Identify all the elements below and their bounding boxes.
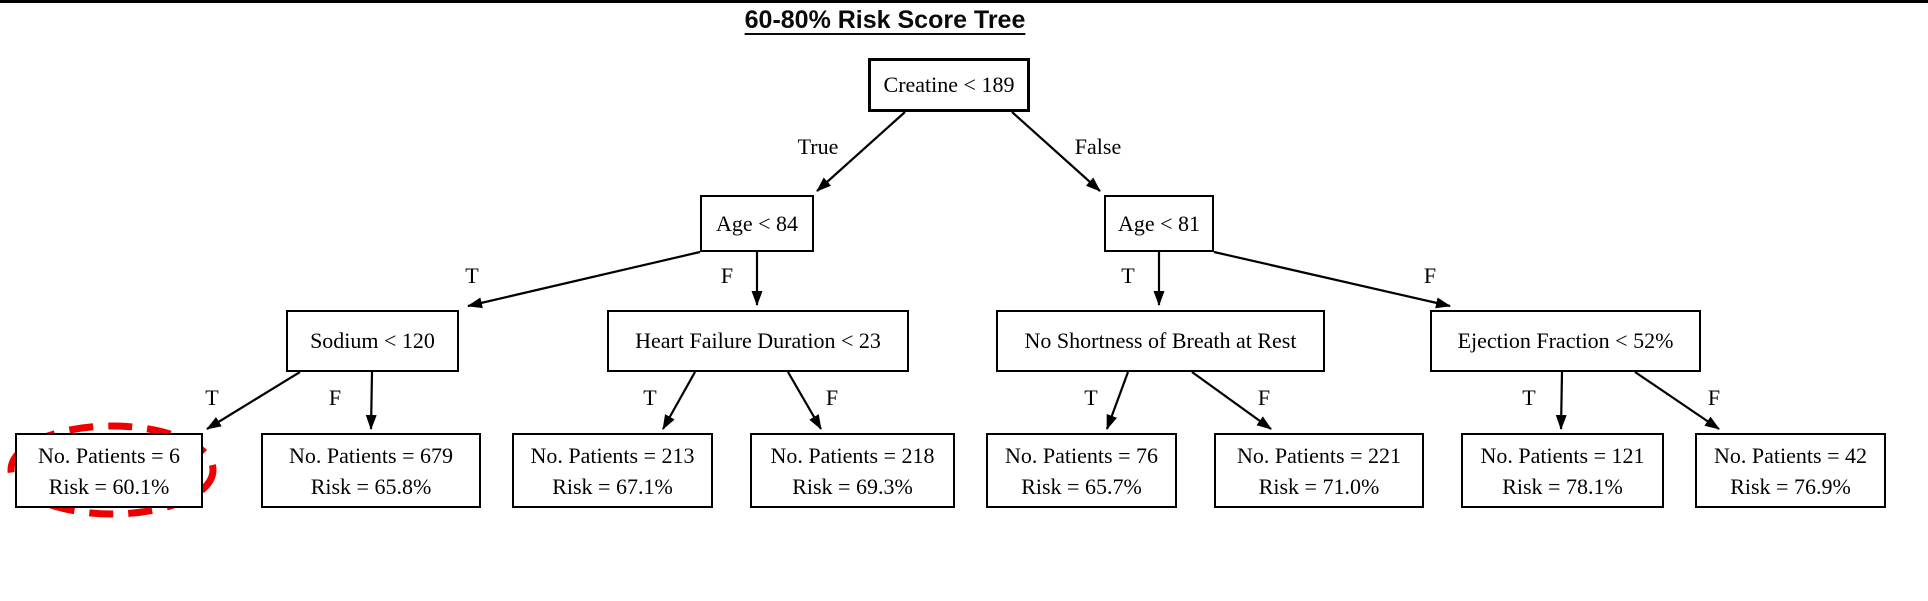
node-heart-failure-duration: Heart Failure Duration < 23 (607, 310, 909, 372)
edge-label-f-age81: F (1423, 263, 1437, 288)
edge-age84-t (467, 250, 701, 309)
diagram-title: 60-80% Risk Score Tree (744, 6, 1026, 34)
leaf-risk: Risk = 69.3% (792, 473, 913, 499)
edge-label-f-nsob: F (1257, 385, 1271, 410)
edge-label-false: False (1074, 134, 1122, 159)
leaf-1: No. Patients = 6 Risk = 60.1% (15, 433, 203, 508)
edge-label-f-ef: F (1707, 385, 1721, 410)
edge-age81-f (1213, 250, 1451, 309)
node-age-84: Age < 84 (700, 195, 814, 252)
node-no-shortness-of-breath: No Shortness of Breath at Rest (996, 310, 1325, 372)
edge-label-t-ef: T (1522, 385, 1536, 410)
leaf-risk: Risk = 67.1% (552, 473, 673, 499)
edge-label-t-sodium: T (205, 385, 219, 410)
node-sodium: Sodium < 120 (286, 310, 459, 372)
edge-ef-f (1634, 371, 1720, 430)
leaf-8: No. Patients = 42 Risk = 76.9% (1695, 433, 1886, 508)
leaf-patients: No. Patients = 213 (530, 442, 695, 468)
top-border-bar (0, 0, 1928, 3)
edge-label-f-age84: F (720, 263, 734, 288)
edge-label-t-age84: T (465, 263, 479, 288)
leaf-risk: Risk = 71.0% (1258, 473, 1380, 499)
leaf-risk: Risk = 65.7% (1021, 473, 1142, 499)
leaf-patients: No. Patients = 218 (770, 442, 935, 468)
leaf-6: No. Patients = 221 Risk = 71.0% (1214, 433, 1424, 508)
edge-label-t-hfd: T (643, 385, 657, 410)
node-ejection-fraction: Ejection Fraction < 52% (1430, 310, 1701, 372)
edge-label-t-age81: T (1121, 263, 1135, 288)
leaf-patients: No. Patients = 121 (1480, 442, 1645, 468)
leaf-4: No. Patients = 218 Risk = 69.3% (750, 433, 955, 508)
edge-hfd-f (787, 371, 822, 430)
edge-label-f-sodium: F (328, 385, 342, 410)
edge-nsob-f (1191, 371, 1272, 430)
edge-root-true (816, 111, 906, 192)
edge-label-f-hfd: F (825, 385, 839, 410)
leaf-risk: Risk = 65.8% (310, 473, 432, 499)
leaf-3: No. Patients = 213 Risk = 67.1% (512, 433, 713, 508)
highlight-ellipse (7, 422, 217, 518)
edge-ef-t (1555, 371, 1567, 430)
leaf-risk: Risk = 76.9% (1730, 473, 1851, 499)
leaf-risk: Risk = 78.1% (1502, 473, 1623, 499)
edge-root-false (1011, 111, 1101, 192)
leaf-patients: No. Patients = 6 (38, 442, 180, 468)
edge-label-true: True (797, 134, 839, 159)
leaf-patients: No. Patients = 76 (1005, 442, 1158, 468)
leaf-5: No. Patients = 76 Risk = 65.7% (986, 433, 1177, 508)
edge-hfd-t (662, 371, 696, 430)
leaf-patients: No. Patients = 221 (1237, 442, 1401, 468)
edge-sodium-t (206, 371, 301, 430)
leaf-7: No. Patients = 121 Risk = 78.1% (1461, 433, 1664, 508)
edge-label-t-nsob: T (1084, 385, 1098, 410)
node-creatine: Creatine < 189 (868, 58, 1030, 112)
leaf-risk: Risk = 60.1% (48, 473, 170, 499)
leaf-patients: No. Patients = 679 (289, 442, 453, 468)
edge-sodium-f (365, 371, 377, 430)
leaf-patients: No. Patients = 42 (1714, 442, 1867, 468)
edge-nsob-t (1105, 371, 1130, 430)
node-age-81: Age < 81 (1104, 195, 1214, 252)
leaf-2: No. Patients = 679 Risk = 65.8% (261, 433, 481, 508)
